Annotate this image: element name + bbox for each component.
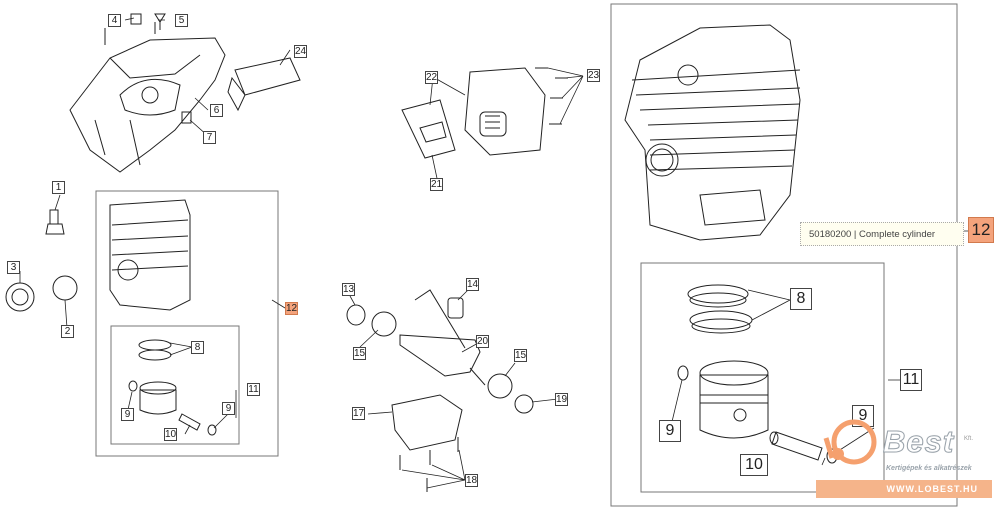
callout-15b[interactable]: 15 xyxy=(514,349,527,362)
callout-8[interactable]: 8 xyxy=(191,341,204,354)
callout-20[interactable]: 20 xyxy=(476,335,489,348)
decompression-valve-part xyxy=(5,282,35,312)
callout-19[interactable]: 19 xyxy=(555,393,568,406)
cylinder-large-part xyxy=(624,24,801,241)
callout-18[interactable]: 18 xyxy=(465,474,478,487)
muffler-part xyxy=(464,67,546,156)
callout-21[interactable]: 21 xyxy=(430,178,443,191)
spark-plug-part xyxy=(45,209,65,235)
needle-bearing-part xyxy=(447,297,464,319)
logo-mark-icon xyxy=(823,419,877,465)
piston-rings-large-part xyxy=(687,284,753,334)
detail-piston-frame xyxy=(640,262,885,493)
detail-callout-8[interactable]: 8 xyxy=(790,288,812,310)
detail-callout-9a[interactable]: 9 xyxy=(659,420,681,442)
callout-9b[interactable]: 9 xyxy=(222,402,235,415)
screw-5-part xyxy=(154,13,166,30)
logo-tagline: Kertigépek és alkatrészek xyxy=(886,465,972,472)
callout-2[interactable]: 2 xyxy=(61,325,74,338)
callout-7[interactable]: 7 xyxy=(203,131,216,144)
bushing-7-part xyxy=(181,111,192,124)
piston-large-part xyxy=(699,360,769,439)
callout-5[interactable]: 5 xyxy=(175,14,188,27)
top-cover-part xyxy=(69,22,226,173)
circlip-large-a-part xyxy=(677,365,689,381)
callout-9a[interactable]: 9 xyxy=(121,408,134,421)
callout-23[interactable]: 23 xyxy=(587,69,600,82)
crankshaft-part xyxy=(399,289,486,386)
air-guide-24-part xyxy=(227,57,301,112)
muffler-gasket-part xyxy=(401,99,456,159)
callout-6[interactable]: 6 xyxy=(210,104,223,117)
piston-rings-small-part xyxy=(138,339,172,361)
bearing-15b-part xyxy=(487,373,513,399)
callout-12-highlight[interactable]: 12 xyxy=(285,302,298,315)
detail-frame xyxy=(610,3,958,507)
callout-17[interactable]: 17 xyxy=(352,407,365,420)
callout-1[interactable]: 1 xyxy=(52,181,65,194)
detail-callout-12[interactable]: 12 xyxy=(968,217,994,243)
circlip-small-part xyxy=(128,380,217,436)
callout-15a[interactable]: 15 xyxy=(353,347,366,360)
piston-kit-frame xyxy=(110,325,240,445)
callout-3[interactable]: 3 xyxy=(7,261,20,274)
detail-callout-10[interactable]: 10 xyxy=(740,454,768,476)
crankcase-screws-part xyxy=(399,437,459,492)
complete-cylinder-caption: 50180200 | Complete cylinder xyxy=(800,222,964,246)
lobest-logo: Best Kft. Kertigépek és alkatrészek WWW.… xyxy=(816,418,992,502)
piston-small-part xyxy=(139,381,177,415)
bearing-15a-part xyxy=(371,311,397,337)
crankcase-part xyxy=(391,394,463,451)
cylinder-small-part xyxy=(109,199,191,311)
callout-13[interactable]: 13 xyxy=(342,283,355,296)
screw-4-part xyxy=(130,13,142,25)
detail-callout-11[interactable]: 11 xyxy=(900,369,922,391)
seal-13-part xyxy=(346,304,366,326)
callout-14[interactable]: 14 xyxy=(466,278,479,291)
piston-pin-small-part xyxy=(178,413,201,431)
logo-suffix: Kft. xyxy=(964,436,974,442)
callout-11[interactable]: 11 xyxy=(247,383,260,396)
cylinder-kit-frame xyxy=(95,190,279,457)
retaining-ring-part xyxy=(52,275,78,301)
muffler-screws-part xyxy=(535,67,568,125)
logo-url[interactable]: WWW.LOBEST.HU xyxy=(816,480,992,498)
callout-4[interactable]: 4 xyxy=(108,14,121,27)
logo-brand: Best xyxy=(882,424,955,460)
callout-24[interactable]: 24 xyxy=(294,45,307,58)
callout-22[interactable]: 22 xyxy=(425,71,438,84)
seal-19-part xyxy=(514,394,534,414)
callout-10[interactable]: 10 xyxy=(164,428,177,441)
piston-pin-large-part xyxy=(769,431,823,461)
